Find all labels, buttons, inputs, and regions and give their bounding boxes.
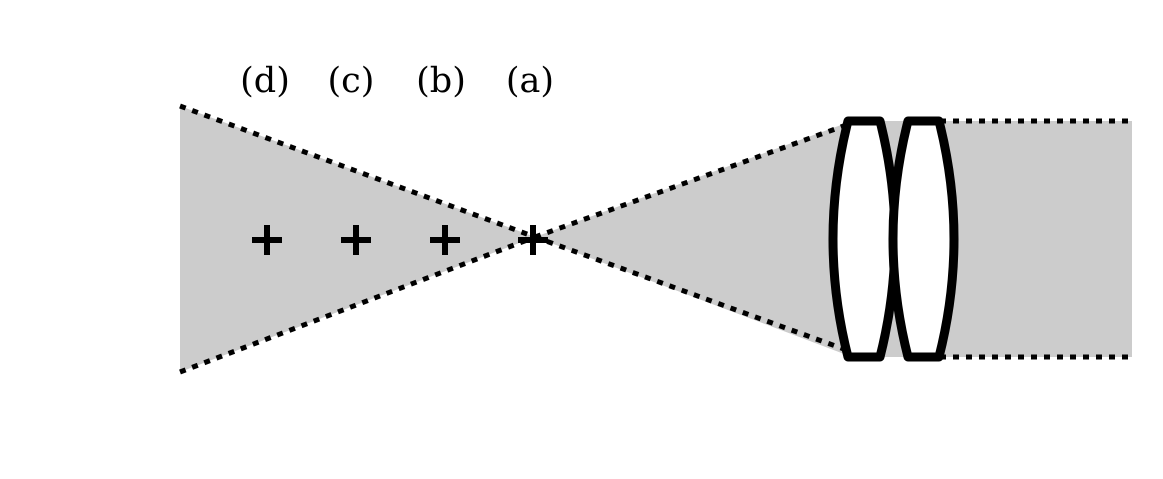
label-b: (b) — [416, 61, 466, 101]
lens-right — [888, 116, 959, 362]
label-d: (d) — [240, 61, 290, 101]
beam-edge-lower-right — [534, 234, 853, 355]
lens-left — [828, 116, 900, 362]
plus-marker-c — [341, 225, 371, 255]
beam-edge-lower-left — [179, 234, 536, 375]
plus-marker-b — [430, 225, 460, 255]
beam-edge-upper-left — [179, 103, 536, 240]
plus-marker-d — [252, 225, 282, 255]
plus-marker-a — [518, 225, 548, 255]
label-c: (c) — [328, 61, 375, 101]
label-a: (a) — [506, 61, 554, 101]
beam-edge-upper-right — [534, 120, 853, 240]
